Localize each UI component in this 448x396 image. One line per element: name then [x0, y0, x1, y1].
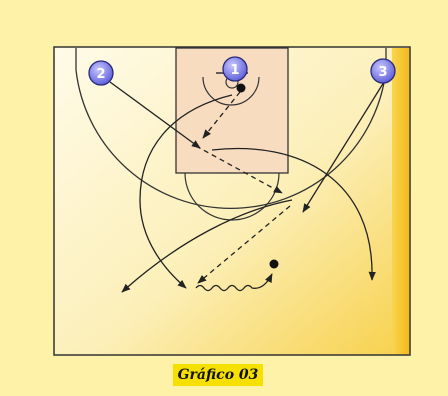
player-2: 2 [88, 60, 114, 86]
player-1: 1 [222, 56, 248, 82]
player-3: 3 [370, 58, 396, 84]
restricted-arc [202, 76, 260, 106]
movement-paths [109, 81, 385, 293]
player-1-number: 1 [230, 63, 239, 78]
player-2-number: 2 [96, 67, 105, 82]
court-right-strip [392, 48, 409, 354]
path-right-curve [211, 147, 376, 281]
pass-3 [197, 205, 291, 284]
path-2-cut [109, 81, 201, 149]
pass-2 [195, 145, 283, 194]
ball-bottom [269, 259, 279, 269]
three-point-line [75, 48, 387, 210]
dribble-path [195, 273, 273, 292]
path-1-loop [139, 94, 233, 289]
path-screen-left [121, 199, 293, 293]
pass-1 [202, 91, 241, 139]
ball-top [236, 83, 246, 93]
player-3-number: 3 [378, 65, 387, 80]
path-3-cut [302, 81, 385, 213]
diagram-caption: Gráfico 03 [173, 364, 263, 386]
